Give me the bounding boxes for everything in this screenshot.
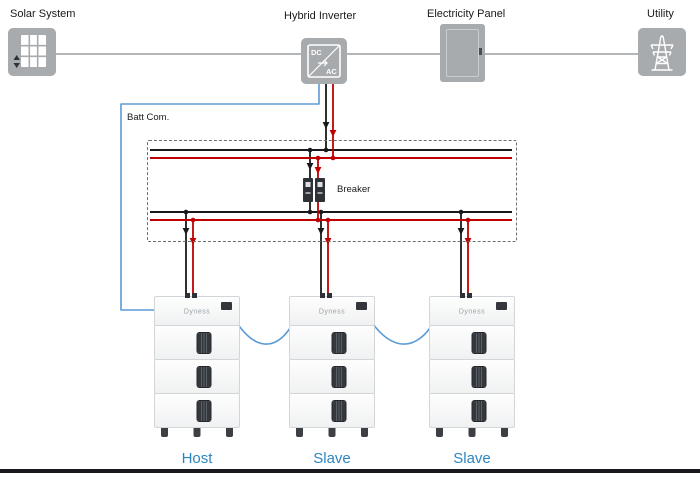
inverter-icon: DC AC	[301, 38, 347, 84]
battery-module	[289, 359, 375, 394]
battery-module	[154, 325, 240, 360]
battery-vent-icon	[197, 366, 211, 387]
battery-vent-icon	[197, 400, 211, 421]
dc-terminal-pos-icon	[327, 293, 332, 298]
hybrid-inverter-label: Hybrid Inverter	[284, 10, 357, 22]
battery-vent-icon	[197, 332, 211, 353]
inverter-glyph: DC AC	[307, 44, 341, 78]
battery-role-host: Host	[181, 450, 213, 467]
battery-foot	[161, 428, 168, 437]
comm-port-icon	[221, 302, 232, 310]
battery-foot	[501, 428, 508, 437]
solar-panel-icon	[8, 28, 56, 76]
comm-port-icon	[356, 302, 367, 310]
battery-brand-logo: Dyness	[458, 308, 486, 316]
comm-port-icon	[496, 302, 507, 310]
battery-control-module: Dyness	[429, 293, 515, 326]
batt-com-label: Batt Com.	[127, 112, 170, 123]
dc-terminal-neg-icon	[185, 293, 190, 298]
battery-role-slave-1: Slave	[313, 450, 351, 467]
battery-vent-icon	[472, 400, 486, 421]
battery-brand-logo: Dyness	[318, 308, 346, 316]
battery-vent-icon	[472, 366, 486, 387]
battery-foot	[226, 428, 233, 437]
breaker-label: Breaker	[337, 184, 371, 195]
battery-feet	[154, 428, 240, 437]
solar-system-label: Solar System	[10, 8, 76, 20]
battery-module	[429, 359, 515, 394]
utility-label: Utility	[647, 8, 674, 20]
battery-vent-icon	[332, 366, 346, 387]
battery-feet	[429, 428, 515, 437]
dc-terminal-neg-icon	[460, 293, 465, 298]
bus-enclosure-box	[147, 140, 517, 242]
battery-brand-logo: Dyness	[183, 308, 211, 316]
dc-terminal-pos-icon	[467, 293, 472, 298]
battery-control-module: Dyness	[154, 293, 240, 326]
battery-control-module: Dyness	[289, 293, 375, 326]
battery-foot	[436, 428, 443, 437]
utility-tower-glyph	[650, 35, 674, 71]
inverter-ac-label: AC	[326, 67, 337, 76]
battery-module	[154, 359, 240, 394]
battery-vent-icon	[332, 400, 346, 421]
panel-handle	[479, 48, 482, 55]
battery-module	[289, 325, 375, 360]
panel-door	[446, 29, 479, 77]
electricity-panel-icon	[440, 24, 485, 82]
dc-terminal-pos-icon	[192, 293, 197, 298]
electricity-panel-label: Electricity Panel	[427, 8, 506, 20]
bottom-divider	[0, 469, 700, 473]
battery-foot	[193, 428, 201, 437]
battery-module	[154, 393, 240, 428]
battery-foot	[361, 428, 368, 437]
utility-tower-icon	[638, 28, 686, 76]
battery-role-slave-2: Slave	[453, 450, 491, 467]
battery-feet	[289, 428, 375, 437]
dc-terminal-neg-icon	[320, 293, 325, 298]
battery-module	[289, 393, 375, 428]
battery-foot	[296, 428, 303, 437]
solar-panel-glyph	[13, 35, 46, 68]
battery-module	[429, 393, 515, 428]
battery-vent-icon	[332, 332, 346, 353]
battery-tower-host: Dyness	[154, 293, 240, 437]
battery-foot	[468, 428, 476, 437]
battery-tower-slave-2: Dyness	[429, 293, 515, 437]
battery-vent-icon	[472, 332, 486, 353]
battery-tower-slave-1: Dyness	[289, 293, 375, 437]
battery-foot	[328, 428, 336, 437]
inverter-dc-label: DC	[311, 48, 322, 57]
battery-module	[429, 325, 515, 360]
